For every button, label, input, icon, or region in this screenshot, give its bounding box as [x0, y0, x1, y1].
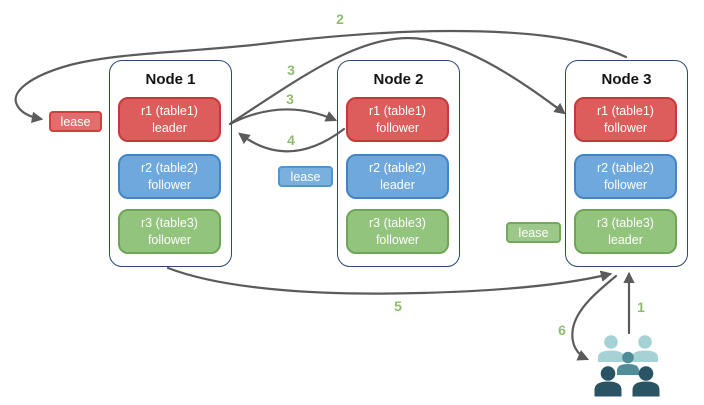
replica-role: leader — [608, 232, 643, 247]
replica-role: follower — [603, 120, 648, 135]
step-label-4: 4 — [287, 132, 295, 148]
node-3-box: Node 3 r1 (table1) follower r2 (table2) … — [565, 60, 688, 267]
node-2-box: Node 2 r1 (table1) follower r2 (table2) … — [337, 60, 460, 267]
arrow-step-5-node1-to-node3 — [166, 266, 613, 295]
step-label-5: 5 — [394, 298, 402, 314]
replica-role: leader — [152, 120, 187, 135]
replica-role: follower — [603, 177, 648, 192]
replica-role: follower — [375, 120, 420, 135]
replica-name: r1 (table1) — [369, 104, 426, 119]
arrow-step-2-node3-to-lease — [14, 29, 628, 123]
node-3-replica-r3: r3 (table3) leader — [574, 209, 677, 254]
step-label-3a: 3 — [287, 62, 295, 78]
lease-badge-blue: lease — [278, 166, 333, 187]
node-1-title: Node 1 — [145, 71, 196, 88]
node-3-title: Node 3 — [601, 71, 652, 88]
step-label-2: 2 — [336, 11, 344, 27]
arrow-step-3-leader-to-node2 — [228, 108, 338, 126]
replica-name: r1 (table1) — [141, 104, 198, 119]
step-label-1: 1 — [637, 299, 645, 315]
node-1-replica-r3: r3 (table3) follower — [118, 209, 221, 254]
replica-name: r3 (table3) — [141, 216, 198, 231]
lease-badge-red: lease — [49, 111, 102, 132]
node-3-replica-r2: r2 (table2) follower — [574, 154, 677, 199]
replica-name: r2 (table2) — [141, 161, 198, 176]
users-group-icon — [594, 335, 660, 397]
replica-name: r3 (table3) — [597, 216, 654, 231]
replica-name: r2 (table2) — [369, 161, 426, 176]
replica-role: leader — [380, 177, 415, 192]
replica-name: r3 (table3) — [369, 216, 426, 231]
node-1-replica-r2: r2 (table2) follower — [118, 154, 221, 199]
replica-name: r1 (table1) — [597, 104, 654, 119]
lease-badge-green: lease — [506, 222, 561, 243]
node-3-replica-r1: r1 (table1) follower — [574, 97, 677, 142]
node-2-replica-r3: r3 (table3) follower — [346, 209, 449, 254]
node-2-replica-r1: r1 (table1) follower — [346, 97, 449, 142]
node-2-replica-r2: r2 (table2) leader — [346, 154, 449, 199]
step-label-3b: 3 — [286, 91, 294, 107]
replica-name: r2 (table2) — [597, 161, 654, 176]
replica-role: follower — [375, 232, 420, 247]
arrow-step-6-node3-to-users — [571, 274, 618, 361]
replica-role: follower — [147, 232, 192, 247]
step-label-6: 6 — [558, 322, 566, 338]
node-2-title: Node 2 — [373, 71, 424, 88]
node-1-box: Node 1 r1 (table1) leader r2 (table2) fo… — [109, 60, 232, 267]
replica-role: follower — [147, 177, 192, 192]
node-1-replica-r1: r1 (table1) leader — [118, 97, 221, 142]
